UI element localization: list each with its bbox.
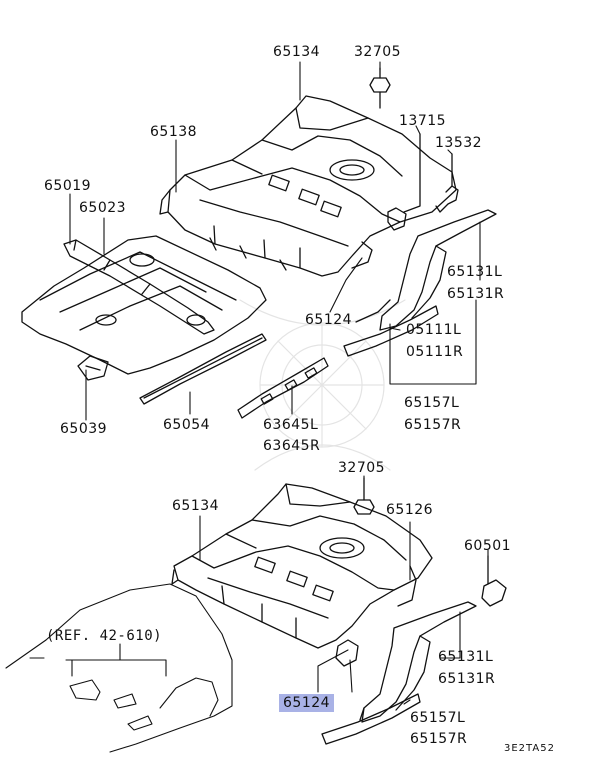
part-label-65157R-top[interactable]: 65157R <box>404 417 462 433</box>
brackets-13715-13532 <box>387 133 459 231</box>
part-label-65157L-bottom[interactable]: 65157L <box>410 710 466 726</box>
watermark-emblem <box>239 299 406 471</box>
nut-32705-bottom <box>353 477 375 515</box>
part-label-65126[interactable]: 65126 <box>386 502 434 518</box>
part-label-65134-top[interactable]: 65134 <box>273 44 321 60</box>
part-label-32705-top[interactable]: 32705 <box>354 44 402 60</box>
part-label-13532[interactable]: 13532 <box>435 135 483 151</box>
part-label-63645L[interactable]: 63645L <box>263 417 319 433</box>
rear-floor-pan-lower <box>171 483 433 667</box>
part-label-65124-highlighted[interactable]: 65124 <box>279 694 335 712</box>
reference-label: (REF. 42-610) <box>46 628 163 644</box>
part-label-65134-bottom[interactable]: 65134 <box>172 498 220 514</box>
part-label-65019[interactable]: 65019 <box>44 178 92 194</box>
part-label-65138[interactable]: 65138 <box>150 124 198 140</box>
part-label-65157R-bottom[interactable]: 65157R <box>410 731 468 747</box>
part-label-65023[interactable]: 65023 <box>79 200 127 216</box>
front-floor-pan <box>21 235 267 405</box>
part-label-65131R-bottom[interactable]: 65131R <box>438 671 496 687</box>
part-label-60501[interactable]: 60501 <box>464 538 512 554</box>
part-label-65131L-top[interactable]: 65131L <box>447 264 503 280</box>
part-label-32705-bottom[interactable]: 32705 <box>338 460 386 476</box>
part-label-05111L[interactable]: 05111L <box>406 322 462 338</box>
side-members-lower <box>321 601 477 745</box>
reinforcement-63645 <box>237 357 329 419</box>
part-label-13715[interactable]: 13715 <box>399 113 447 129</box>
part-label-65054[interactable]: 65054 <box>163 417 211 433</box>
part-label-65039[interactable]: 65039 <box>60 421 108 437</box>
part-label-65131R-top[interactable]: 65131R <box>447 286 505 302</box>
leader-lines <box>29 61 489 705</box>
nut-32705-top <box>369 67 391 109</box>
part-label-63645R[interactable]: 63645R <box>263 438 321 454</box>
part-label-65124-top[interactable]: 65124 <box>305 312 353 328</box>
rear-floor-pan-upper <box>159 95 457 277</box>
diagram-code: 3E2TA52 <box>504 743 555 754</box>
bracket-60501 <box>481 555 507 607</box>
part-label-05111R[interactable]: 05111R <box>406 344 464 360</box>
part-label-65131L-bottom[interactable]: 65131L <box>438 649 494 665</box>
car-silhouette <box>5 583 233 753</box>
part-label-65157L-top[interactable]: 65157L <box>404 395 460 411</box>
